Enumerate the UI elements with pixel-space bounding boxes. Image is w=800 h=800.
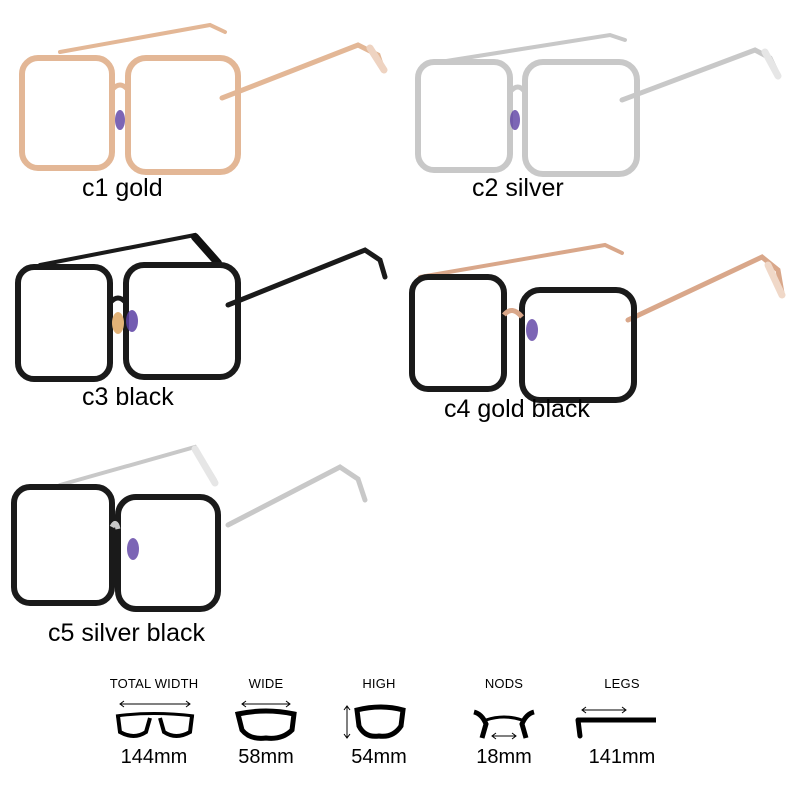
variant-code-label: c3 black [82,383,174,411]
spec-name: NODS [484,676,524,691]
spec-value: 54mm [351,746,407,768]
spec-name: HIGH [362,676,396,691]
spec-name: TOTAL WIDTH [109,676,199,691]
lens-width-icon [234,700,297,741]
glasses-icon [11,444,368,612]
spec-value: 144mm [120,746,188,768]
variant-c3-black: c3 black [0,215,400,435]
variant-code-label: c5 silver black [48,619,205,647]
spec-value: 58mm [238,746,294,768]
temple-length-icon [575,706,656,739]
variant-c4-gold-black: c4 gold black [400,215,800,435]
glasses-icon [409,242,786,403]
spec-name: WIDE [248,676,284,691]
glasses-icon [415,32,782,177]
variant-code-label: c4 gold black [444,395,590,423]
variant-c2-silver: c2 silver [400,0,800,215]
spec-name: LEGS [604,676,640,691]
glasses-icon [19,22,388,175]
variant-c1-gold: c1 gold [0,0,400,215]
variant-code-label: c1 gold [82,174,163,202]
spec-wide: WIDE 58mm [222,676,310,776]
glasses-icon [15,232,388,382]
spec-total-width: TOTAL WIDTH 144mm [98,676,210,776]
spec-nods: NODS 18mm [460,676,548,776]
spec-high: HIGH 54mm [335,676,423,776]
spec-legs: LEGS 141mm [566,676,678,776]
spec-value: 18mm [476,746,532,768]
total-width-icon [115,700,195,738]
bridge-width-icon [473,709,535,740]
spec-value: 141mm [588,746,656,768]
variant-c5-silver-black: c5 silver black [0,435,400,655]
lens-height-icon [343,704,406,739]
variant-code-label: c2 silver [472,174,564,202]
